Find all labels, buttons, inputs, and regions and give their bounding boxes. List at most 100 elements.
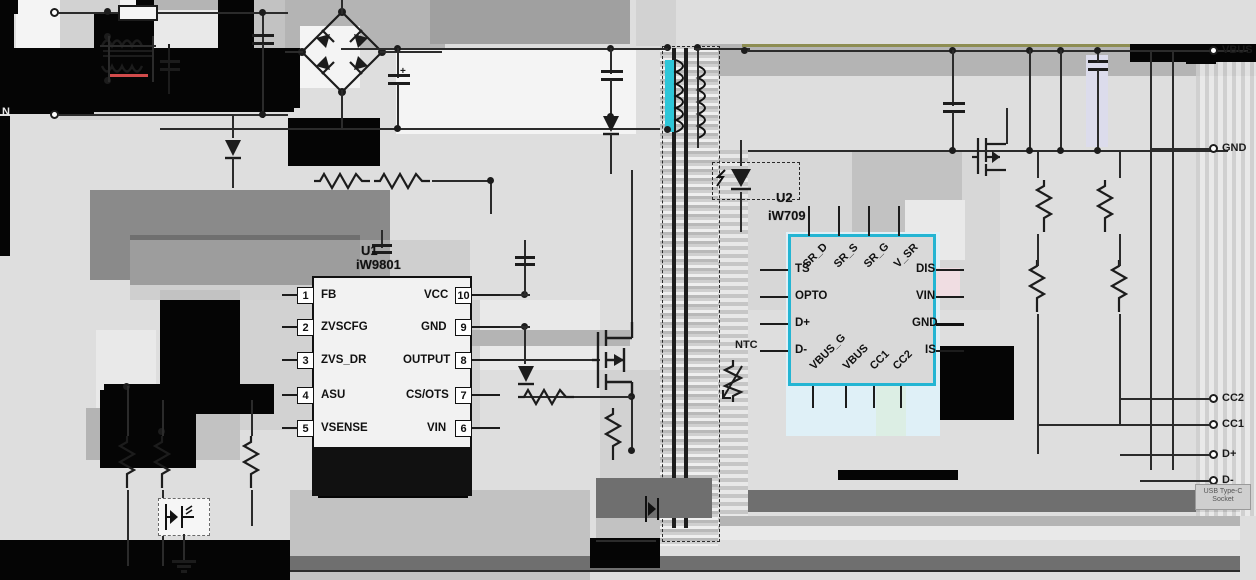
wire [1119, 150, 1121, 178]
u2-pin-wire-vbus [845, 386, 847, 408]
u1-pin-num-5: 5 [297, 420, 314, 437]
redaction-block [314, 447, 470, 494]
wire [500, 326, 530, 328]
u2-pin-wire-sr-d [808, 206, 810, 236]
u1-pin-wire-6 [472, 427, 500, 429]
net-label-ntc: NTC [735, 339, 758, 351]
resistor-R9 [1035, 180, 1053, 232]
wire [341, 90, 343, 128]
transformer-core [684, 48, 688, 528]
u2-pin-label-opto: OPTO [795, 290, 828, 302]
wire [1119, 234, 1121, 266]
wire [524, 240, 526, 294]
net-label-dplus: D+ [1222, 448, 1237, 460]
u1-pin-num-7: 7 [455, 387, 472, 404]
wire [397, 48, 399, 78]
redaction-block [0, 108, 94, 114]
net-label-cc1: CC1 [1222, 418, 1245, 430]
junction [664, 126, 671, 133]
junction [259, 111, 266, 118]
wire [1119, 314, 1121, 424]
u1-pin-num-3: 3 [297, 352, 314, 369]
bias-resistor-R5 [242, 436, 260, 488]
wire [183, 534, 185, 560]
connector-terminal-dplus [1209, 450, 1218, 459]
u1-pin-wire-10 [472, 294, 500, 296]
output-rail-gnd [748, 150, 1228, 152]
wire [500, 294, 530, 296]
u2-pin-wire-sr-g [868, 206, 870, 236]
wire [642, 48, 668, 50]
wire [596, 540, 656, 542]
u2-pin-wire-dminus [760, 350, 788, 352]
bg-panel [636, 0, 676, 46]
u2-pin-wire-vbus-g [812, 386, 814, 408]
u2-pin-wire-opto [760, 296, 788, 298]
redaction-block [590, 538, 660, 568]
resistor-R10 [1096, 180, 1114, 232]
wire [341, 0, 343, 14]
bridge-rectifier [298, 8, 386, 96]
redaction-block [0, 540, 290, 580]
wire [127, 490, 129, 566]
u2-body[interactable] [788, 234, 936, 386]
dc-bus-return [160, 128, 660, 130]
wire [1120, 454, 1210, 456]
ntc-thermistor [722, 360, 744, 402]
u2-pin-label-vin: VIN [916, 290, 936, 302]
connector-terminal-vbus [1209, 46, 1218, 55]
connector-note-box [1195, 484, 1251, 510]
u1-pin-num-9: 9 [455, 319, 472, 336]
junction [259, 9, 266, 16]
u1-pin-wire-5 [282, 427, 298, 429]
wire [1037, 314, 1039, 454]
output-diode [731, 169, 751, 191]
bottom-rail [290, 570, 1240, 572]
wire [1037, 234, 1039, 266]
zener-marker [715, 169, 726, 187]
u1-pin-num-10: 10 [455, 287, 472, 304]
resistor-R11 [1028, 260, 1046, 312]
u1-pin-num-1: 1 [297, 287, 314, 304]
wire [500, 359, 600, 361]
u1-pin-num-8: 8 [455, 352, 472, 369]
junction [394, 125, 401, 132]
u2-pin-wire-cc2 [900, 386, 902, 408]
wire [952, 112, 954, 152]
u2-part-number: iW709 [768, 208, 806, 223]
u1-pin-label-zvsdr: ZVS_DR [321, 354, 367, 366]
fuse-F1 [118, 5, 158, 21]
wire [232, 158, 234, 188]
redaction-block [0, 0, 18, 14]
cs-filter-resistor [518, 388, 574, 406]
bg-hatch-column [718, 150, 748, 530]
snubber-resistor-R1 [314, 172, 370, 190]
wire [740, 140, 742, 166]
transformer-winding-primary [665, 60, 674, 132]
redaction-block [288, 118, 380, 166]
capacitor-plate [372, 244, 392, 247]
wire [380, 51, 442, 53]
u1-pin-label-fb: FB [321, 289, 337, 301]
choke-marker [108, 74, 148, 77]
capacitor-plate [943, 110, 965, 113]
net-label-vbus: VBUS [1222, 44, 1253, 56]
redaction-block [94, 70, 294, 112]
u2-refdes: U2 [776, 190, 793, 205]
junction [949, 147, 956, 154]
output-rail-vbus [748, 50, 1248, 52]
wire [694, 48, 750, 50]
wire [158, 12, 288, 14]
wire [262, 12, 264, 48]
wire [740, 192, 742, 232]
dc-bus-positive [341, 48, 661, 50]
resistor-R12 [1110, 260, 1128, 312]
u1-part-number: iW9801 [356, 257, 401, 272]
bg-panel [396, 48, 636, 134]
capacitor-plate [515, 263, 535, 266]
bg-panel [720, 526, 1240, 540]
polarity-plus: + [400, 66, 406, 77]
u1-refdes: U1 [361, 243, 378, 258]
redaction-block [0, 116, 10, 256]
transformer-coil-primary [673, 59, 684, 133]
